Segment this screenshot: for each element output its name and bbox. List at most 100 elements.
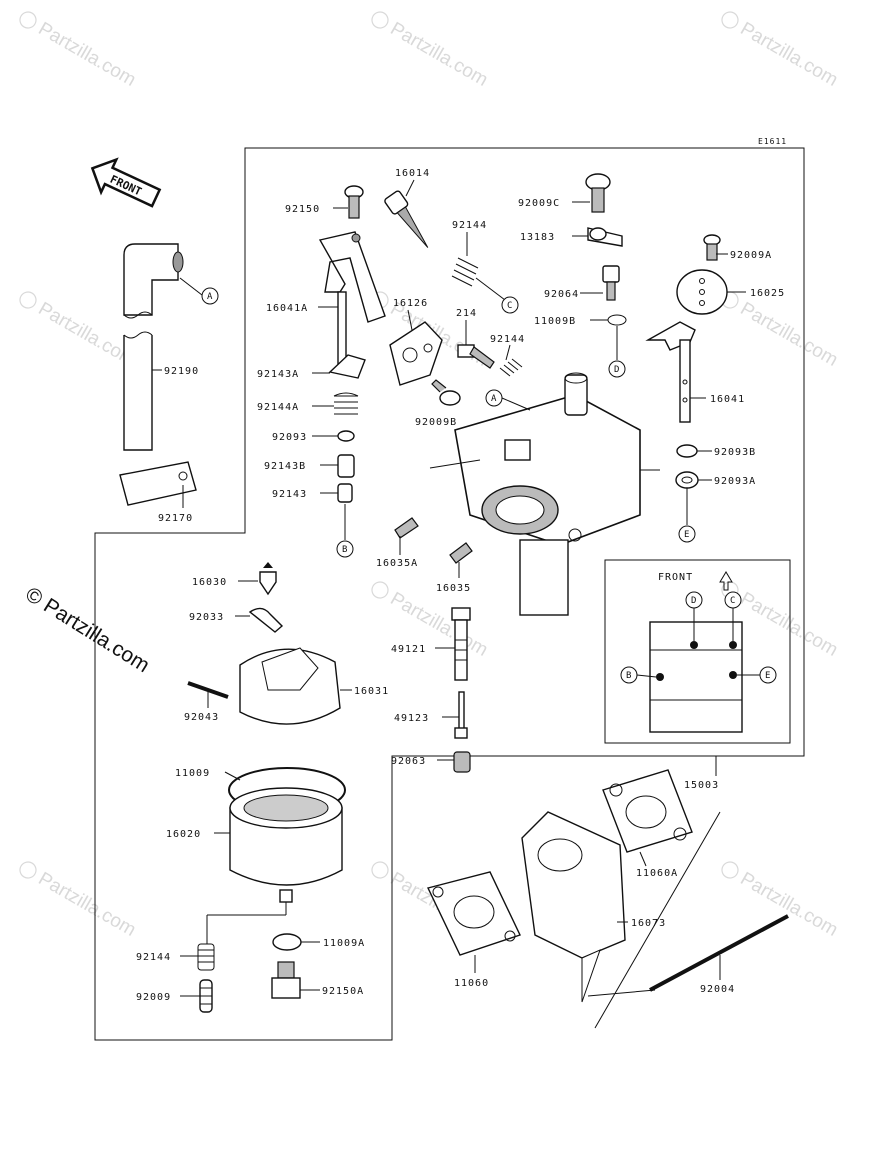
watermark-text: Partzilla.com (387, 18, 492, 91)
inset-front-label: FRONT (658, 572, 693, 583)
spring-92144-mid (499, 358, 523, 377)
watermark-text: Partzilla.com (35, 18, 140, 91)
washer-92093B (676, 444, 698, 458)
label-92144-bottom: 92144 (136, 952, 171, 963)
callout-B-stack: B (342, 545, 347, 555)
callout-C-top: C (507, 301, 512, 311)
o-ring-11009B (607, 314, 627, 326)
plate-16025 (676, 269, 728, 315)
screw-16014 (384, 190, 429, 248)
front-direction-arrow: FRONT (90, 157, 162, 208)
label-92170: 92170 (158, 513, 193, 524)
plate-13183 (587, 227, 623, 247)
callout-A-pipe: A (207, 292, 213, 302)
part-labels: 16014 92150 92144 92009C 13183 92009A 16… (136, 168, 784, 1003)
float-16031 (239, 647, 341, 725)
gasket-11060A (602, 769, 693, 853)
inset-marker-D: D (691, 596, 696, 606)
label-92144A: 92144A (257, 402, 299, 413)
watermark-text: Partzilla.com (35, 868, 140, 941)
label-11009A: 11009A (323, 938, 365, 949)
screw-92009C (585, 173, 611, 213)
label-16030: 16030 (192, 577, 227, 588)
float-bowl-16020 (229, 787, 343, 903)
screw-92150 (344, 185, 364, 219)
insulator-16073 (521, 811, 626, 1003)
label-92093: 92093 (272, 432, 307, 443)
label-92093A: 92093A (714, 476, 756, 487)
watermark-text: Partzilla.com (737, 868, 842, 941)
throttle-shaft-16041A (318, 231, 386, 373)
screw-16035 (449, 542, 473, 564)
needle-16030 (259, 562, 277, 596)
watermark-text: Partzilla.com (737, 298, 842, 371)
nozzle-49121 (451, 607, 471, 681)
seal-92093A (675, 471, 699, 489)
bracket-92170 (119, 461, 197, 506)
fuel-pipe-92190 (123, 243, 184, 451)
spring-92144-top (451, 257, 479, 287)
inset-marker-B: B (626, 671, 631, 681)
plate-92143A (328, 354, 366, 379)
screw-92009B (431, 379, 461, 406)
callout-circles: A A B C D E (179, 277, 696, 558)
guide-lines (587, 811, 721, 1029)
label-92143: 92143 (272, 489, 307, 500)
label-11060A: 11060A (636, 868, 678, 879)
label-15003: 15003 (684, 780, 719, 791)
inset-point-E (729, 671, 737, 679)
screw-214 (457, 344, 495, 369)
label-92150A: 92150A (322, 986, 364, 997)
collar-92143 (337, 483, 353, 503)
carburetor-body-15003 (429, 372, 660, 616)
label-92144-mid: 92144 (490, 334, 525, 345)
clip-92033 (248, 607, 284, 633)
label-16041: 16041 (710, 394, 745, 405)
leader-lines (152, 179, 746, 997)
copyright-watermark: © Partzilla.com (21, 583, 153, 677)
bushing-92143B (337, 454, 355, 478)
inset-marker-C: C (730, 596, 735, 606)
jet-49123 (454, 691, 468, 739)
plug-92063 (453, 751, 471, 773)
screw-92009A (703, 234, 721, 261)
spring-92144-bottom (197, 943, 215, 971)
inset-top-view: FRONT B D C E (604, 559, 791, 744)
label-92043: 92043 (184, 712, 219, 723)
diagram-code: E1611 (758, 137, 787, 146)
label-16041A: 16041A (266, 303, 308, 314)
bolt-92150A (271, 961, 301, 999)
choke-shaft-16041 (645, 321, 696, 423)
label-92063: 92063 (391, 756, 426, 767)
gasket-11060 (427, 871, 521, 956)
label-16035: 16035 (436, 583, 471, 594)
label-16020: 16020 (166, 829, 201, 840)
label-16035A: 16035A (376, 558, 418, 569)
label-92009A: 92009A (730, 250, 772, 261)
watermark-text: Partzilla.com (737, 18, 842, 91)
label-11009: 11009 (175, 768, 210, 779)
screw-16035A (394, 517, 419, 539)
label-214: 214 (456, 308, 477, 319)
label-13183: 13183 (520, 232, 555, 243)
washer-92093 (337, 430, 355, 442)
label-92064: 92064 (544, 289, 579, 300)
assembly-frame (94, 147, 805, 1041)
inset-marker-E: E (765, 671, 770, 681)
label-92150: 92150 (285, 204, 320, 215)
label-92004: 92004 (700, 984, 735, 995)
label-11060: 11060 (454, 978, 489, 989)
label-92143B: 92143B (264, 461, 306, 472)
label-92009C: 92009C (518, 198, 560, 209)
label-92143A: 92143A (257, 369, 299, 380)
callout-D-top: D (614, 365, 619, 375)
gasket-11009A (272, 933, 302, 951)
label-16031: 16031 (354, 686, 389, 697)
label-49121: 49121 (391, 644, 426, 655)
inset-front-arrow-icon (719, 571, 733, 591)
label-16073: 16073 (631, 918, 666, 929)
label-16014: 16014 (395, 168, 430, 179)
watermark-text: Partzilla.com (737, 588, 842, 661)
label-49123: 49123 (394, 713, 429, 724)
